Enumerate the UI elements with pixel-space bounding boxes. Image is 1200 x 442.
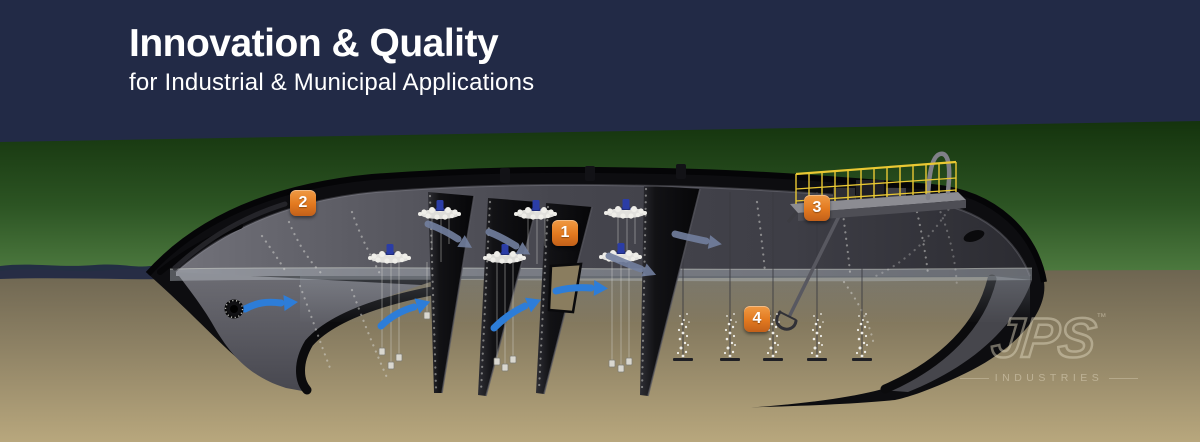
flow-arrow-over-baffle (424, 220, 722, 277)
callout-badge-4: 4 (744, 306, 770, 332)
covered-lagoon-tank (145, 151, 1047, 415)
logo-trademark: ™ (1096, 312, 1107, 323)
outlet-port (961, 227, 987, 245)
logo-rule-right (1109, 377, 1138, 379)
callout-badge-2: 2 (290, 190, 316, 216)
access-platform (786, 151, 966, 223)
logo-subtext: INDUSTRIES (994, 372, 1104, 384)
flow-arrow-underwater (241, 280, 608, 332)
logo-brand-text: JPS (987, 305, 1099, 371)
cover-post (500, 168, 510, 183)
cover-post (585, 166, 595, 181)
handrail-hoop (925, 151, 952, 201)
logo-rule-left (960, 377, 989, 379)
flow-arrows (241, 220, 722, 332)
mixer-anchor (775, 202, 847, 331)
inlet-pipe (224, 299, 244, 319)
page-title: Innovation & Quality (129, 22, 499, 65)
callout-badge-3: 3 (804, 195, 830, 221)
cover-post (676, 164, 686, 179)
platform-deck (790, 192, 966, 213)
hero-text: Innovation & Quality for Industrial & Mu… (129, 22, 535, 97)
jps-industries-logo: JPS ™ INDUSTRIES (960, 305, 1138, 384)
callout-badge-1: 1 (552, 220, 578, 246)
rivet-seams (260, 200, 959, 382)
page-subtitle: for Industrial & Municipal Applications (129, 68, 535, 96)
